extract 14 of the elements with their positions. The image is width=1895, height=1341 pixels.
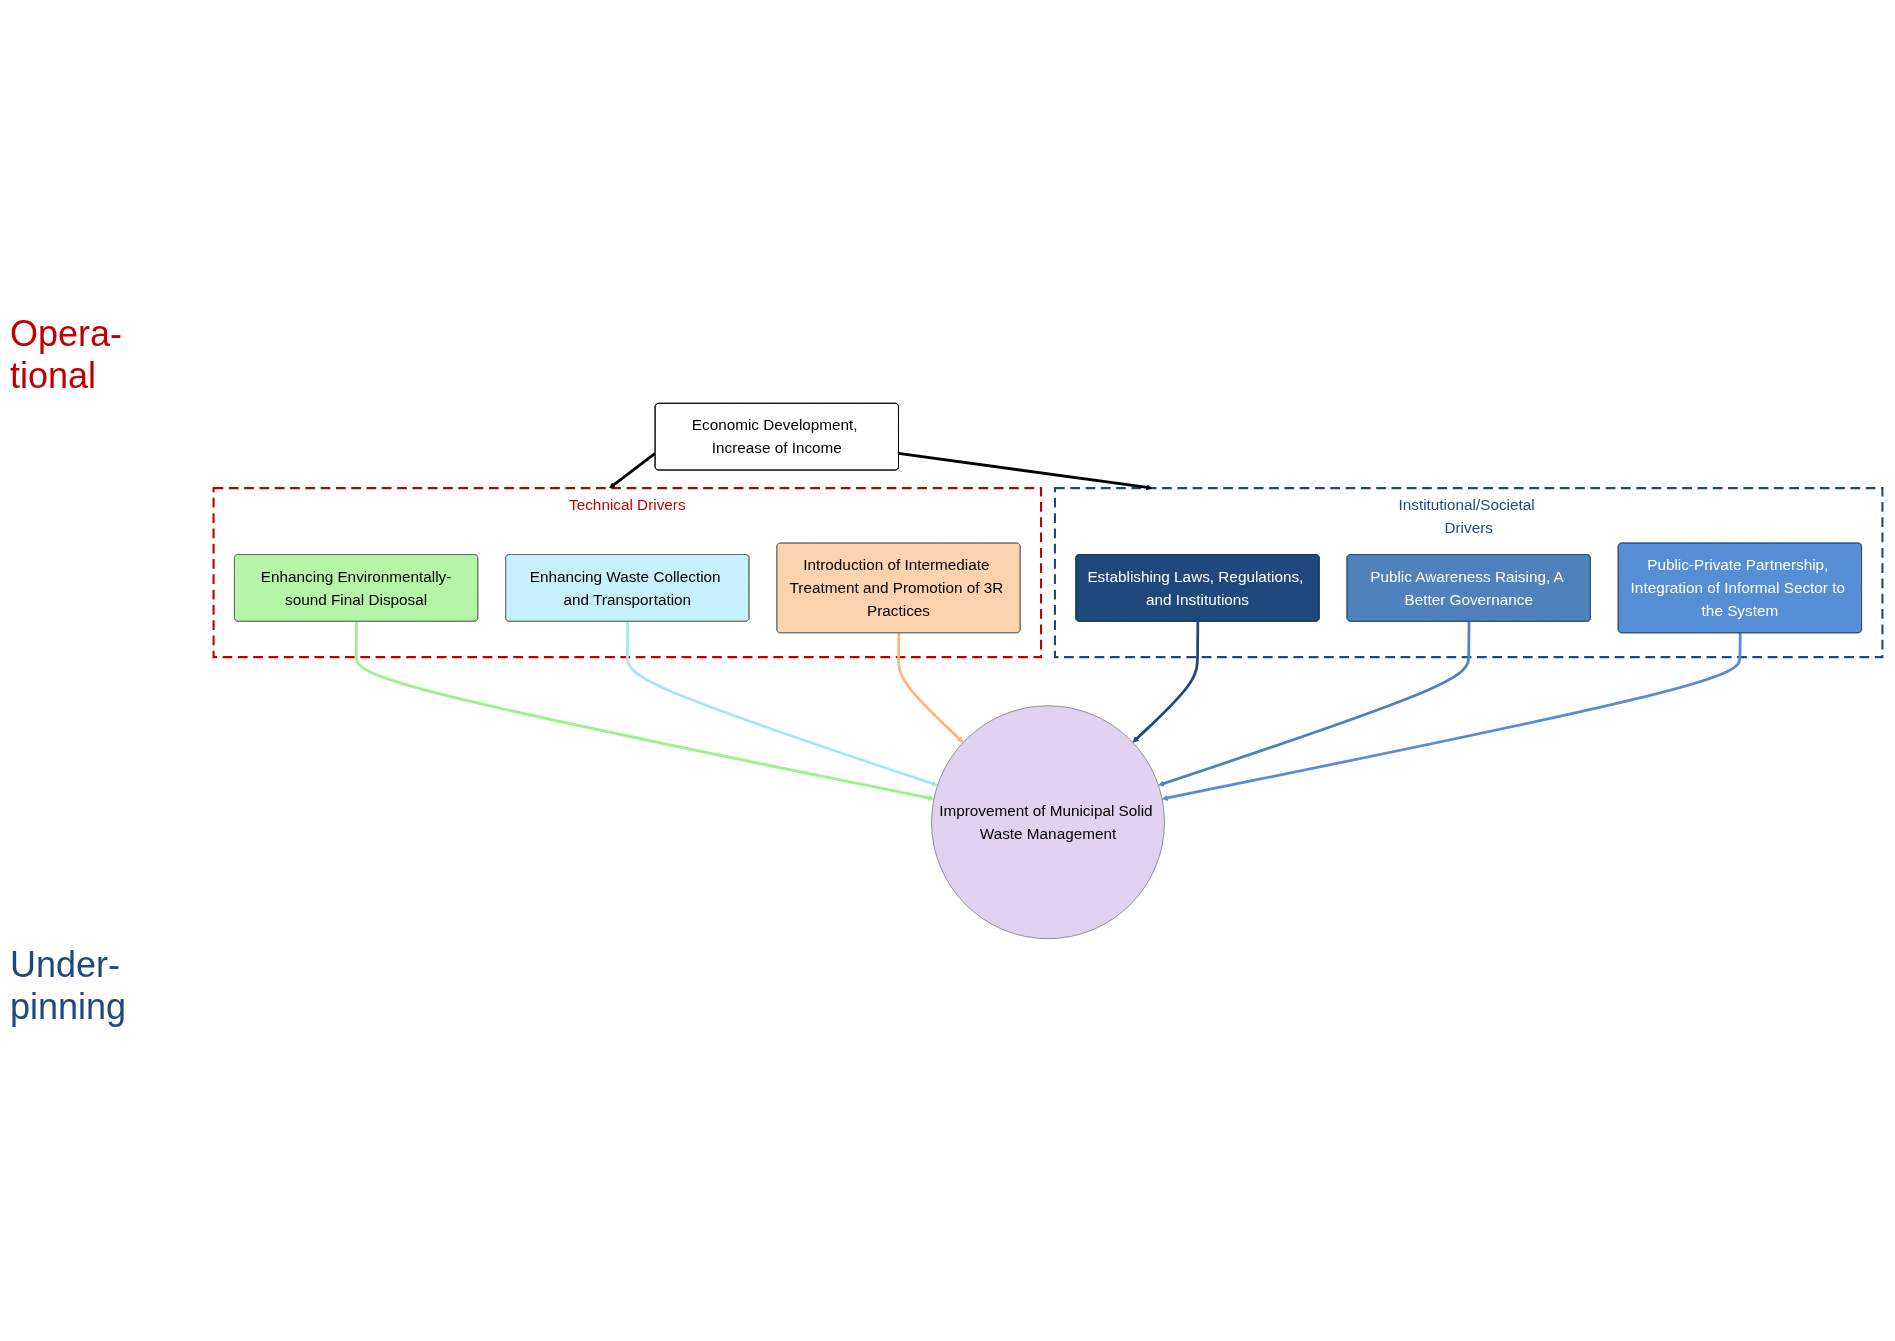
arrow [625,621,938,786]
cluster [212,486,1042,658]
arrow [1132,621,1199,743]
arrow [354,621,934,801]
arrow [896,632,963,743]
arrow [1161,632,1742,801]
cluster [1053,486,1883,658]
flowchart: Institutional/Societal Drivers Technical Drivers Enhancing Environmentally-sound Final Disposal Enhancing Waste Collection and Transportation Introduction of Intermediate Treatment and Promotion of 3R Practices Establishing Laws, Regulations, and Institutions Public Awareness Raising, A Better Governance Public-Private Partnership, Integration of Informal Sector to the System Improvement of Municipal Solid Waste Management Economic Development, Increase of Income [207,10,1888,1331]
arrow [897,451,1152,490]
arrow [608,451,656,488]
node-circle [930,704,1165,939]
side-label: Opera-tional [10,313,124,398]
arrow [1157,621,1470,786]
side-label: Under-pinning [10,943,128,1028]
